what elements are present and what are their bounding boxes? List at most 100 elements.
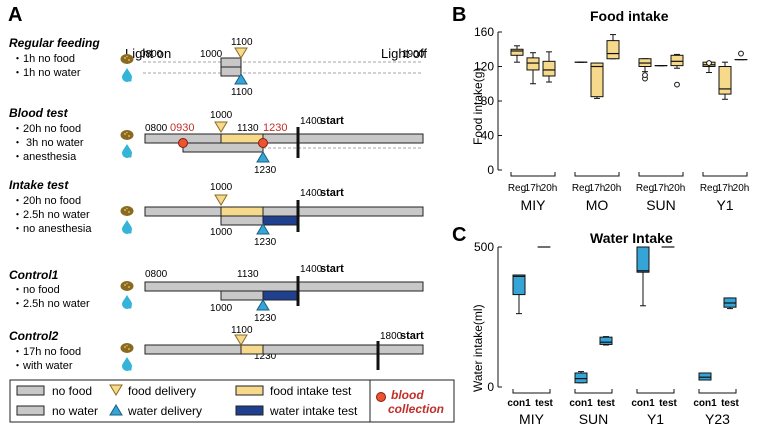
group-label: MIY <box>521 197 547 213</box>
condition-item: ・2.5h no water <box>12 298 90 310</box>
group-bracket <box>510 172 556 177</box>
light-off-label: Light off <box>381 46 427 61</box>
condition-item: ・17h no food <box>12 346 81 358</box>
category-tick-label: 20h <box>541 183 558 194</box>
group-bracket <box>512 389 551 394</box>
group-bracket <box>702 172 748 177</box>
blood-time-label: 1230 <box>263 122 287 134</box>
time-label: 1800 <box>380 331 403 342</box>
legend-blood-collection-marker <box>376 392 386 402</box>
section-control2: Control2 ・17h no food ・with water 1100 1… <box>9 325 424 372</box>
no-water-bar <box>220 66 242 77</box>
time-label: 1000 <box>210 182 233 193</box>
section-title: Intake test <box>9 178 69 192</box>
box <box>606 40 620 60</box>
time-label: 1100 <box>231 87 253 98</box>
time-label: 1000 <box>210 110 233 121</box>
time-label: 1230 <box>254 165 277 176</box>
condition-item: ・20h no food <box>12 123 81 135</box>
blood-collection-marker <box>258 138 268 148</box>
group-label: MO <box>586 197 609 213</box>
y-tick-label: 500 <box>474 240 494 254</box>
food-bag-icon <box>120 281 134 291</box>
time-label: 1400 <box>300 188 323 199</box>
legend-collection-label: collection <box>388 402 444 416</box>
legend-water-delivery-marker <box>109 404 123 416</box>
no-food-bar <box>144 344 424 355</box>
category-tick-label: con1 <box>631 398 655 409</box>
y-axis-label: Water intake(ml) <box>471 304 485 392</box>
category-tick-label: 20h <box>733 183 750 194</box>
y-tick-label: 160 <box>474 25 494 39</box>
box <box>599 336 613 345</box>
water-drop-icon <box>122 68 132 82</box>
start-label: start <box>400 330 424 342</box>
box <box>574 372 588 384</box>
food-delivery-marker <box>234 47 248 59</box>
category-tick-label: con1 <box>569 398 593 409</box>
category-tick-label: test <box>721 398 739 409</box>
group-label: MIY <box>519 411 545 427</box>
category-tick-label: 20h <box>669 183 686 194</box>
condition-item: ・1h no food <box>12 53 75 65</box>
category-tick-label: 20h <box>605 183 622 194</box>
legend-no-water-swatch <box>16 405 45 416</box>
food-delivery-marker <box>214 121 228 133</box>
time-label: 0800 <box>145 269 168 280</box>
box <box>590 62 604 98</box>
legend-blood-label: blood <box>391 388 424 402</box>
category-tick-label: Reg <box>572 183 590 194</box>
group-bracket <box>574 172 620 177</box>
time-label: 1000 <box>210 303 233 314</box>
group-label: SUN <box>579 411 609 427</box>
water-intake-bar <box>262 215 299 226</box>
box <box>670 54 684 67</box>
group-bracket <box>636 389 675 394</box>
legend-food-delivery-marker <box>109 384 123 396</box>
section-title: Control1 <box>9 268 59 282</box>
condition-item: ・20h no food <box>12 195 81 207</box>
section-intake-test: Intake test ・20h no food ・2.5h no water … <box>9 178 424 248</box>
outlier-point <box>674 81 680 88</box>
box <box>698 372 712 381</box>
condition-item: ・no anesthesia <box>12 223 92 235</box>
outlier-point <box>706 60 712 66</box>
water-drop-icon <box>122 295 132 309</box>
chart-title: Water Intake <box>590 230 673 246</box>
group-label: Y1 <box>716 197 733 213</box>
time-label: 1100 <box>231 325 253 336</box>
panel-b-chart: B Food intake Food intake(g) 04080120160… <box>452 4 749 213</box>
box <box>512 274 526 296</box>
legend-no-food-label: no food <box>52 384 92 398</box>
time-label: 1400 <box>300 264 323 275</box>
water-drop-icon <box>122 220 132 234</box>
group-bracket <box>698 389 737 394</box>
y-tick-label: 40 <box>481 129 495 143</box>
box <box>718 66 732 95</box>
food-intake-bar <box>220 206 264 217</box>
water-delivery-marker <box>256 151 270 163</box>
light-on-label: Light on <box>125 46 171 61</box>
y-tick-label: 0 <box>487 380 494 394</box>
panel-c-letter: C <box>452 224 466 246</box>
condition-item: ・no food <box>12 284 60 296</box>
time-label: 1130 <box>237 269 259 280</box>
no-food-bar <box>144 133 424 144</box>
group-bracket <box>638 172 684 177</box>
no-food-bar <box>144 281 424 292</box>
condition-item: ・ 3h no water <box>12 137 84 149</box>
time-label: 1000 <box>200 49 223 60</box>
food-bag-icon <box>120 130 134 140</box>
condition-item: ・1h no water <box>12 67 81 79</box>
group-bracket <box>574 389 613 394</box>
time-label: 1230 <box>254 313 277 324</box>
food-bag-icon <box>120 343 134 353</box>
category-tick-label: Reg <box>636 183 654 194</box>
outlier-point <box>738 50 744 57</box>
group-label: Y1 <box>647 411 664 427</box>
start-label: start <box>320 263 344 275</box>
section-control1: Control1 ・no food ・2.5h no water 0800 11… <box>9 263 424 324</box>
legend-food-intake-label: food intake test <box>270 384 352 398</box>
water-drop-icon <box>122 144 132 158</box>
